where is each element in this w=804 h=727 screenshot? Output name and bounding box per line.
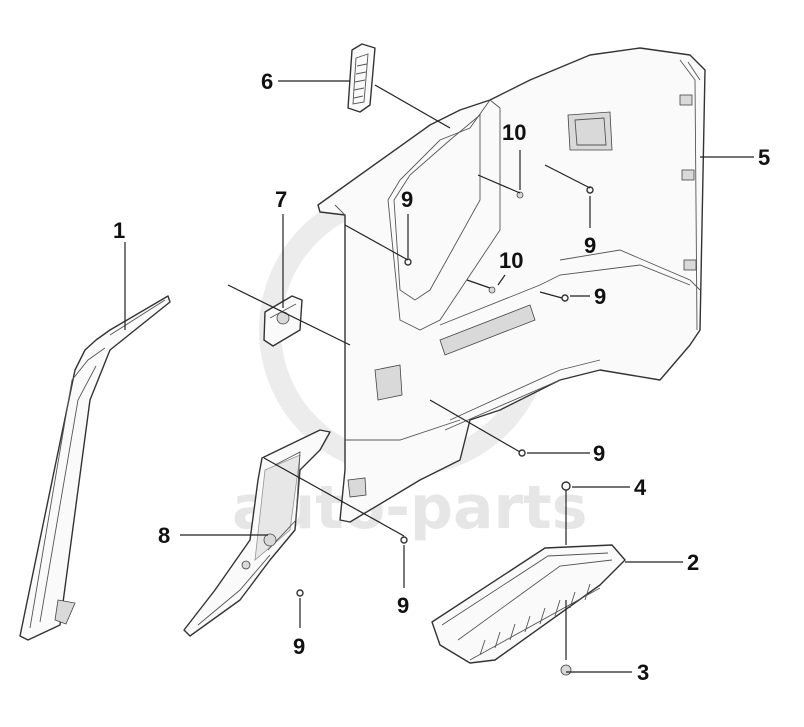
callout-9-lower-right: 9 bbox=[593, 441, 605, 466]
part-6-vent-grille bbox=[347, 43, 376, 113]
callout-labels: 1 2 3 4 5 6 7 8 9 9 9 9 9 9 10 10 bbox=[113, 69, 770, 685]
callout-10-upper: 10 bbox=[502, 120, 526, 145]
callout-8: 8 bbox=[158, 523, 170, 548]
fastener-9c bbox=[561, 294, 569, 302]
callout-9-upper-left: 9 bbox=[401, 187, 413, 212]
callout-9-middle-right: 9 bbox=[594, 284, 606, 309]
part-2-storage-tray bbox=[431, 544, 626, 664]
leader-lines bbox=[124, 80, 754, 673]
part-5-side-panel bbox=[317, 47, 706, 523]
fastener-9e bbox=[400, 536, 408, 544]
fastener-9b bbox=[586, 186, 594, 194]
callout-2: 2 bbox=[687, 550, 699, 575]
callout-3: 3 bbox=[637, 660, 649, 685]
callout-10-lower: 10 bbox=[499, 248, 523, 273]
fastener-9a bbox=[404, 258, 412, 266]
fastener-10b bbox=[488, 286, 496, 294]
callout-4: 4 bbox=[634, 475, 647, 500]
callout-9-lower-middle: 9 bbox=[397, 593, 409, 618]
fastener-9d bbox=[518, 449, 526, 457]
fastener-4 bbox=[561, 481, 571, 491]
callout-5: 5 bbox=[758, 145, 770, 170]
callout-1: 1 bbox=[113, 218, 125, 243]
callout-9-upper-right: 9 bbox=[584, 233, 596, 258]
fasteners bbox=[296, 186, 594, 676]
part-8-lower-trim bbox=[183, 429, 331, 637]
fastener-9f bbox=[296, 589, 304, 597]
callout-7: 7 bbox=[275, 187, 287, 212]
fastener-10a bbox=[516, 191, 524, 199]
part-1-pillar-trim bbox=[19, 295, 171, 641]
callout-6: 6 bbox=[261, 69, 273, 94]
fastener-3 bbox=[560, 664, 572, 676]
callout-9-lower-left: 9 bbox=[293, 634, 305, 659]
